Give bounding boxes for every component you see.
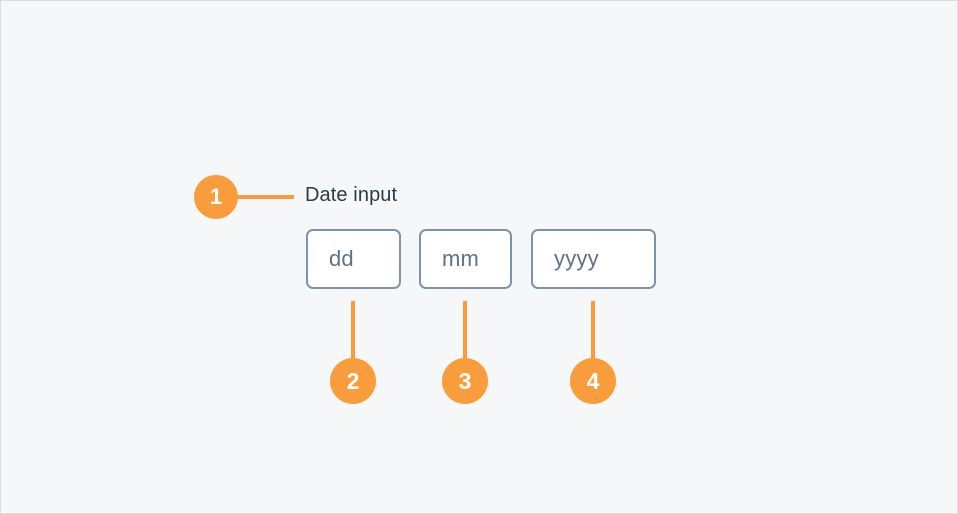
callout-marker-4: 4 xyxy=(570,358,616,404)
year-input-field[interactable]: yyyy xyxy=(531,229,656,289)
day-input-field[interactable]: dd xyxy=(306,229,401,289)
callout-leader-line-3 xyxy=(463,301,467,361)
date-input-label: Date input xyxy=(305,184,398,206)
year-input-placeholder: yyyy xyxy=(554,246,599,271)
callout-leader-line-2 xyxy=(351,301,355,361)
month-input-placeholder: mm xyxy=(442,246,480,271)
month-input-field[interactable]: mm xyxy=(419,229,512,289)
callout-marker-3: 3 xyxy=(442,358,488,404)
callout-leader-line-1 xyxy=(234,195,294,199)
day-input-placeholder: dd xyxy=(329,246,354,271)
callout-marker-2: 2 xyxy=(330,358,376,404)
callout-marker-1: 1 xyxy=(194,175,238,219)
callout-leader-line-4 xyxy=(591,301,595,361)
